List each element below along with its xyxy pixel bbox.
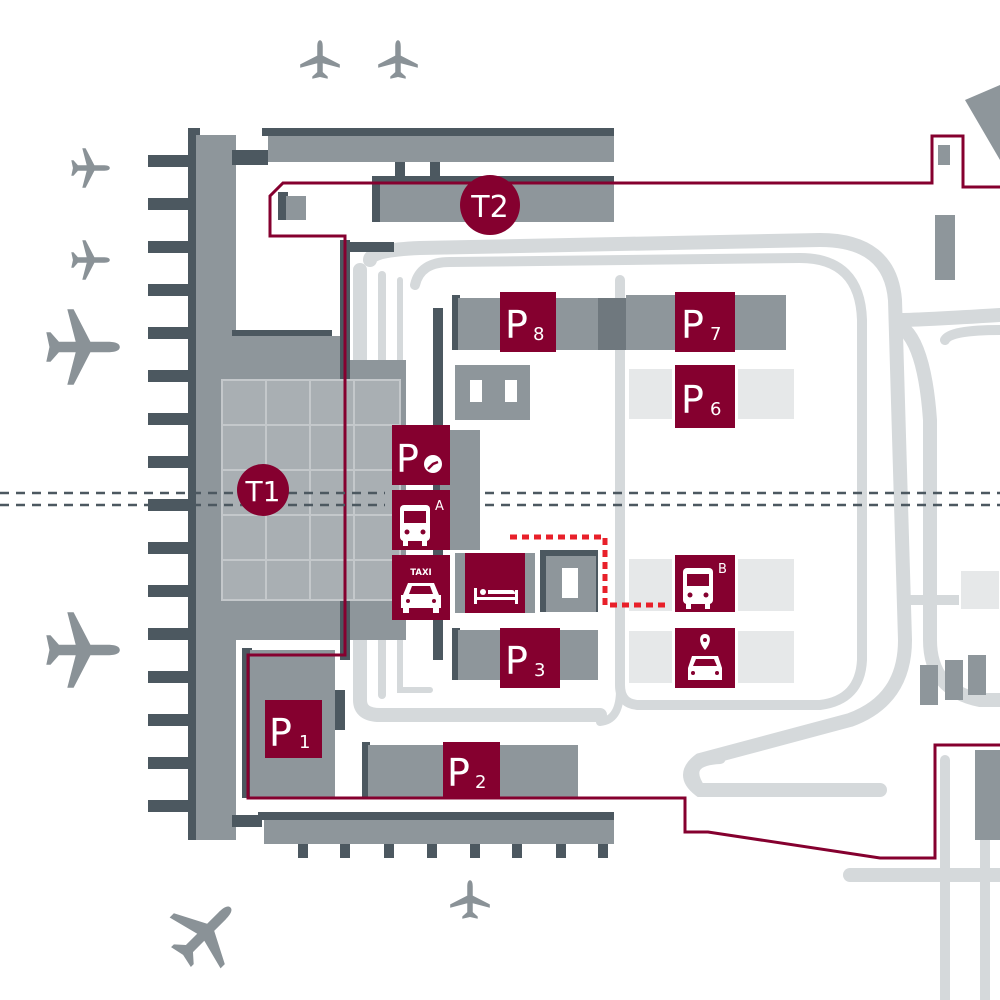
taxi-label: TAXI [410, 568, 431, 578]
parking-p6[interactable]: P 6 [675, 365, 735, 428]
parking-p1[interactable]: P 1 [265, 700, 322, 758]
car-location-icon [688, 634, 722, 680]
terminal-t1-label: T1 [245, 475, 281, 508]
airplane-icon [155, 882, 256, 983]
road-network [353, 232, 1000, 1000]
parking-p7[interactable]: P 7 [675, 292, 735, 352]
bus-icon [400, 505, 430, 546]
airplane-icon [450, 880, 490, 919]
bus-stop-letter: B [718, 562, 727, 577]
parking-number: 6 [710, 399, 721, 420]
airplane-icon [46, 612, 120, 688]
bus-stop-b[interactable]: B [675, 555, 735, 612]
parking-p2[interactable]: P 2 [443, 742, 500, 798]
parking-number: 2 [475, 772, 486, 793]
bus-stop-letter: A [435, 499, 444, 514]
terminal-boundary-line [246, 134, 1000, 860]
airplane-icon [71, 240, 110, 280]
parking-number: 8 [533, 324, 544, 345]
bus-stop-a[interactable]: A [392, 490, 450, 550]
terminal-t2-label: T2 [470, 190, 508, 225]
terminal-t2-badge[interactable]: T2 [460, 175, 520, 235]
parking-letter: P [505, 639, 528, 683]
t1-grid [221, 379, 401, 601]
taxi-rank[interactable]: TAXI [392, 555, 450, 620]
parking-letter: P [505, 303, 528, 347]
parking-letter: P [447, 751, 470, 795]
clock-icon [424, 455, 442, 473]
parking-number: 7 [710, 324, 721, 345]
airplane-icon [71, 148, 110, 188]
airplane-icon [46, 309, 120, 385]
parking-p8[interactable]: P 8 [500, 292, 556, 352]
parking-letter: P [269, 711, 292, 755]
parking-number: 1 [299, 732, 310, 753]
hotel[interactable] [465, 553, 525, 613]
terminal-t1-badge[interactable]: T1 [237, 464, 289, 516]
parking-p3[interactable]: P 3 [500, 628, 560, 688]
parking-short-stay[interactable]: P [392, 425, 450, 485]
parking-letter: P [681, 378, 704, 422]
bed-icon [474, 588, 518, 604]
parking-letter: P [681, 303, 704, 347]
parking-lot-grids [627, 367, 1000, 685]
bus-icon [683, 568, 713, 609]
parking-number: 3 [534, 660, 545, 681]
rail-line [0, 491, 1000, 507]
airplane-icon [300, 40, 340, 79]
walking-route [510, 534, 668, 608]
taxi-icon [401, 583, 441, 613]
airplane-icon [378, 40, 418, 79]
parking-letter: P [396, 437, 419, 481]
car-rental-pickup[interactable] [675, 628, 735, 688]
